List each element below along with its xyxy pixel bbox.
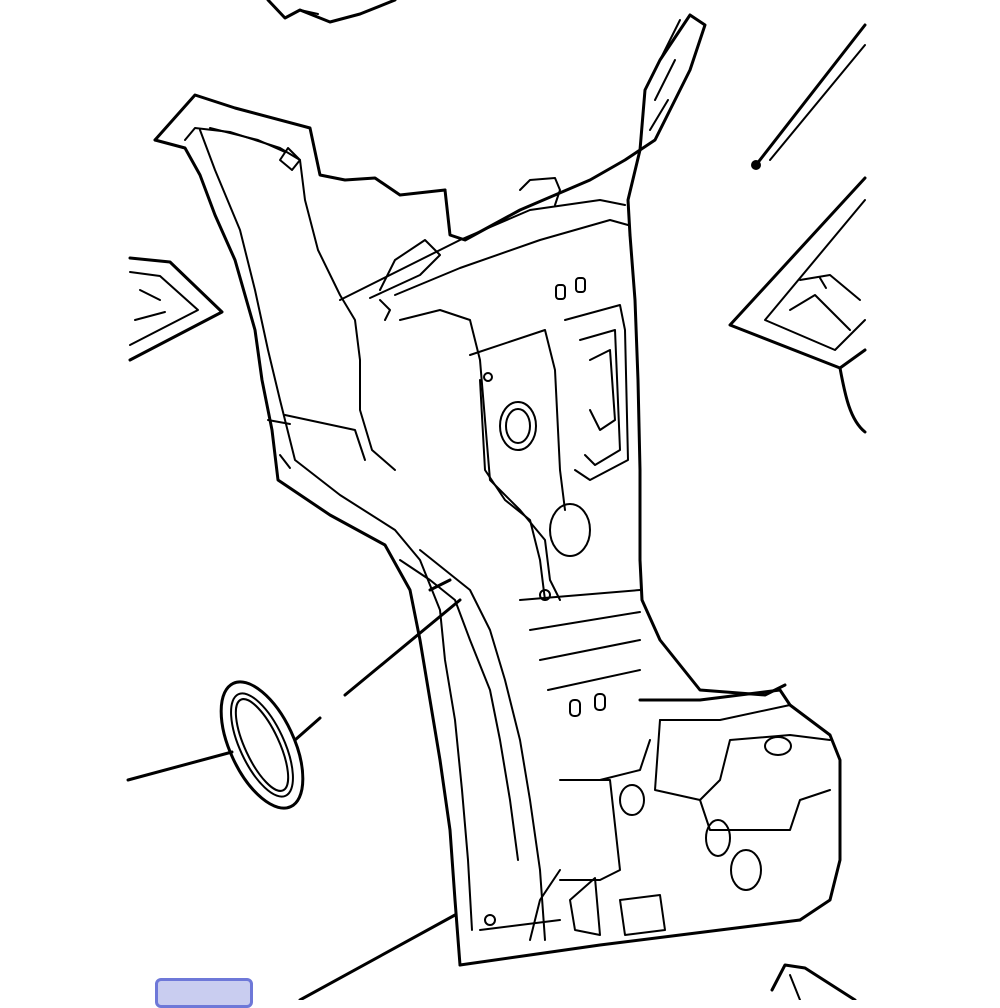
rod-part xyxy=(751,23,867,170)
top-fragment-part xyxy=(266,0,397,24)
bottom-right-fragment xyxy=(770,963,857,1000)
pillar-panel xyxy=(153,13,842,967)
grommet-part xyxy=(219,680,305,810)
left-bracket-part xyxy=(128,256,224,362)
leader-lines xyxy=(126,578,462,1000)
right-bracket-part xyxy=(728,176,867,434)
callout-marker[interactable] xyxy=(155,978,253,1008)
